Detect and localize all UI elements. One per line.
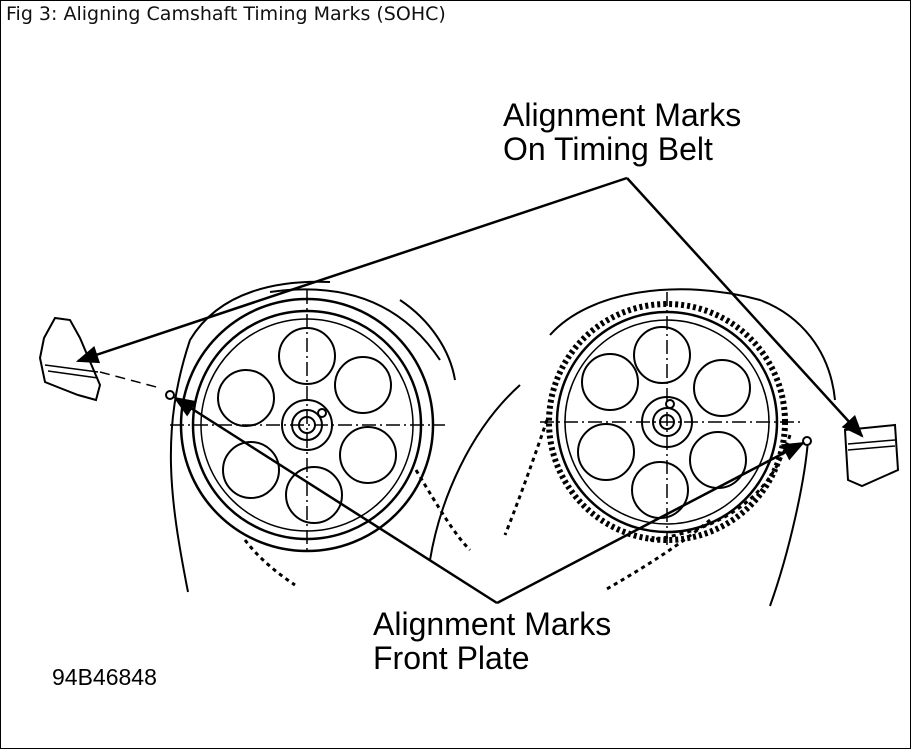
front-plate-callout-line2: Front Plate <box>373 640 530 676</box>
front-plate-callout-line1: Alignment Marks <box>373 606 612 642</box>
belt-callout-leaders <box>75 176 864 438</box>
front-plate-callout: Alignment Marks Front Plate <box>373 607 611 675</box>
figure-title: Fig 3: Aligning Camshaft Timing Marks (S… <box>6 3 446 25</box>
left-camshaft-sprocket <box>170 290 445 553</box>
right-camshaft-sprocket <box>540 292 800 545</box>
right-timing-cover <box>429 288 836 607</box>
timing-belt <box>243 419 792 592</box>
timing-belt-callout-line1: Alignment Marks <box>503 97 742 133</box>
plate-callout-leaders <box>173 396 805 605</box>
right-belt-mark <box>843 423 900 488</box>
figure-code: 94B46848 <box>52 664 157 690</box>
left-front-plate-mark <box>165 390 175 400</box>
right-front-plate-mark <box>802 436 812 446</box>
left-belt-mark <box>38 316 161 402</box>
timing-belt-callout: Alignment Marks On Timing Belt <box>503 98 741 166</box>
timing-belt-callout-line2: On Timing Belt <box>503 131 713 167</box>
